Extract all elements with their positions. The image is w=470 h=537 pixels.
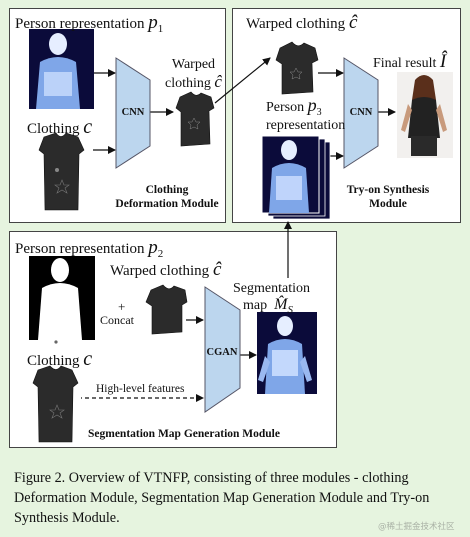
cgan-label: CGAN [206,347,238,358]
p3-label: Person p3 representation [266,95,346,133]
p1-label: Person representation p1 [15,12,164,35]
plus-sign: + [118,299,126,314]
warped-label-2: Warped clothing ĉ [246,12,358,33]
p2-label: Person representation p2 [15,237,164,260]
cnn-label-1: CNN [121,107,145,118]
clothing-c-label: Clothing c [27,116,93,138]
warped-label-1: Warped clothing ĉ [165,57,222,91]
cnn-label-2: CNN [349,107,373,118]
clothing-c-bottom-label: Clothing c [27,348,93,370]
watermark-text: @稀土掘金技术社区 [378,522,455,532]
segmentation-module-label: Segmentation Map Generation Module [88,428,280,440]
segmentation-map-label: Segmentation map M̂S [233,281,310,317]
warped-label-3: Warped clothing ĉ [110,259,222,280]
figure-caption: Figure 2. Overview of VTNFP, consisting … [14,470,430,526]
tryon-synthesis-module-label: Try-on Synthesis Module [346,184,430,211]
concat-label: Concat [100,313,134,327]
final-result-label: Final result Î [373,51,447,72]
highlevel-features-label: High-level features [96,383,185,395]
clothing-deformation-module-label: Clothing Deformation Module [115,184,219,211]
